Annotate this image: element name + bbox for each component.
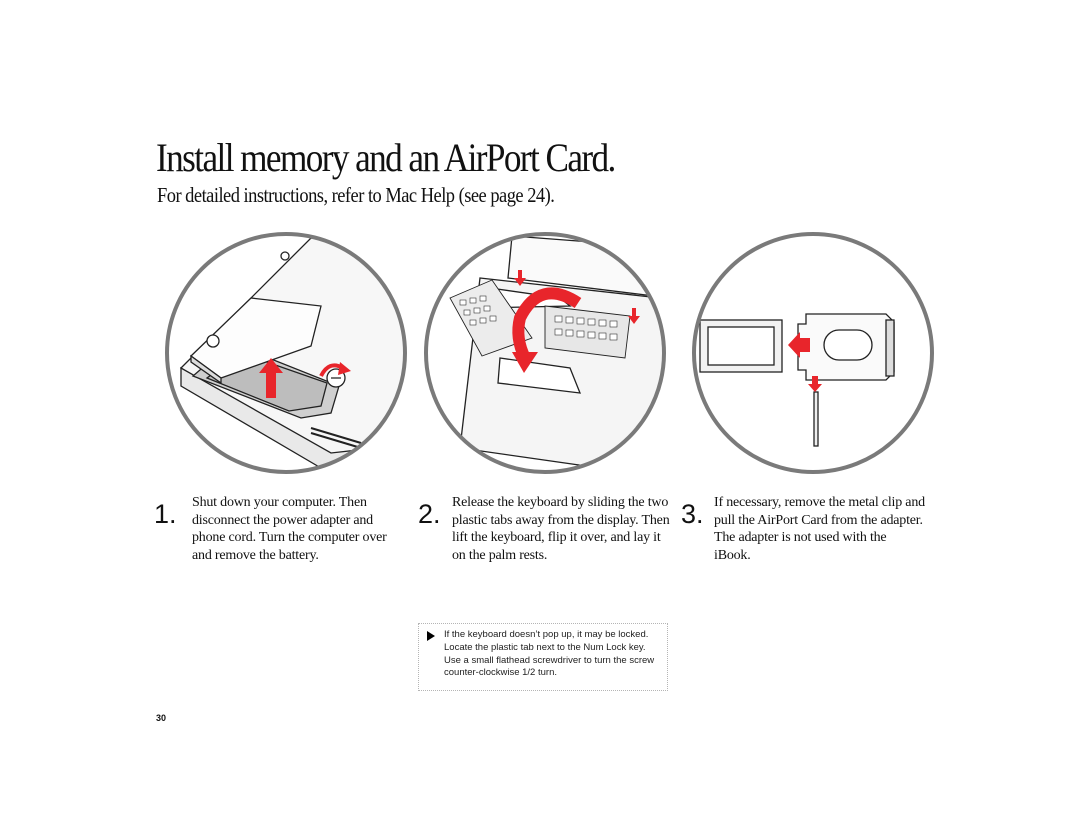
step-number: 1.: [154, 499, 177, 529]
page-number: 30: [156, 713, 167, 723]
arrow-left-icon: [788, 332, 810, 358]
note-box: If the keyboard doesn’t pop up, it may b…: [418, 623, 668, 691]
page-title: Install memory and an AirPort Card.: [156, 135, 616, 180]
step-number: 3.: [681, 499, 704, 529]
step-text: Release the keyboard by sliding the two …: [452, 495, 670, 563]
triangle-right-icon: [427, 631, 435, 641]
flip-arrow-icon: [512, 287, 582, 361]
note-text: If the keyboard doesn’t pop up, it may b…: [444, 629, 655, 679]
step-text: If necessary, remove the metal clip and …: [714, 495, 925, 563]
arrow-down-icon: [808, 376, 822, 392]
airport-card-illustration: [692, 232, 934, 474]
page-subtitle: For detailed instructions, refer to Mac …: [157, 183, 555, 207]
keyboard-flip-illustration: [424, 232, 666, 474]
arrow-down-icon: [628, 308, 640, 324]
arrow-down-icon: [514, 270, 526, 286]
battery-removal-illustration: [165, 232, 407, 474]
step-number: 2.: [418, 499, 441, 529]
step-text: Shut down your computer. Then disconnect…: [192, 495, 387, 563]
arrow-up-icon: [259, 358, 283, 398]
